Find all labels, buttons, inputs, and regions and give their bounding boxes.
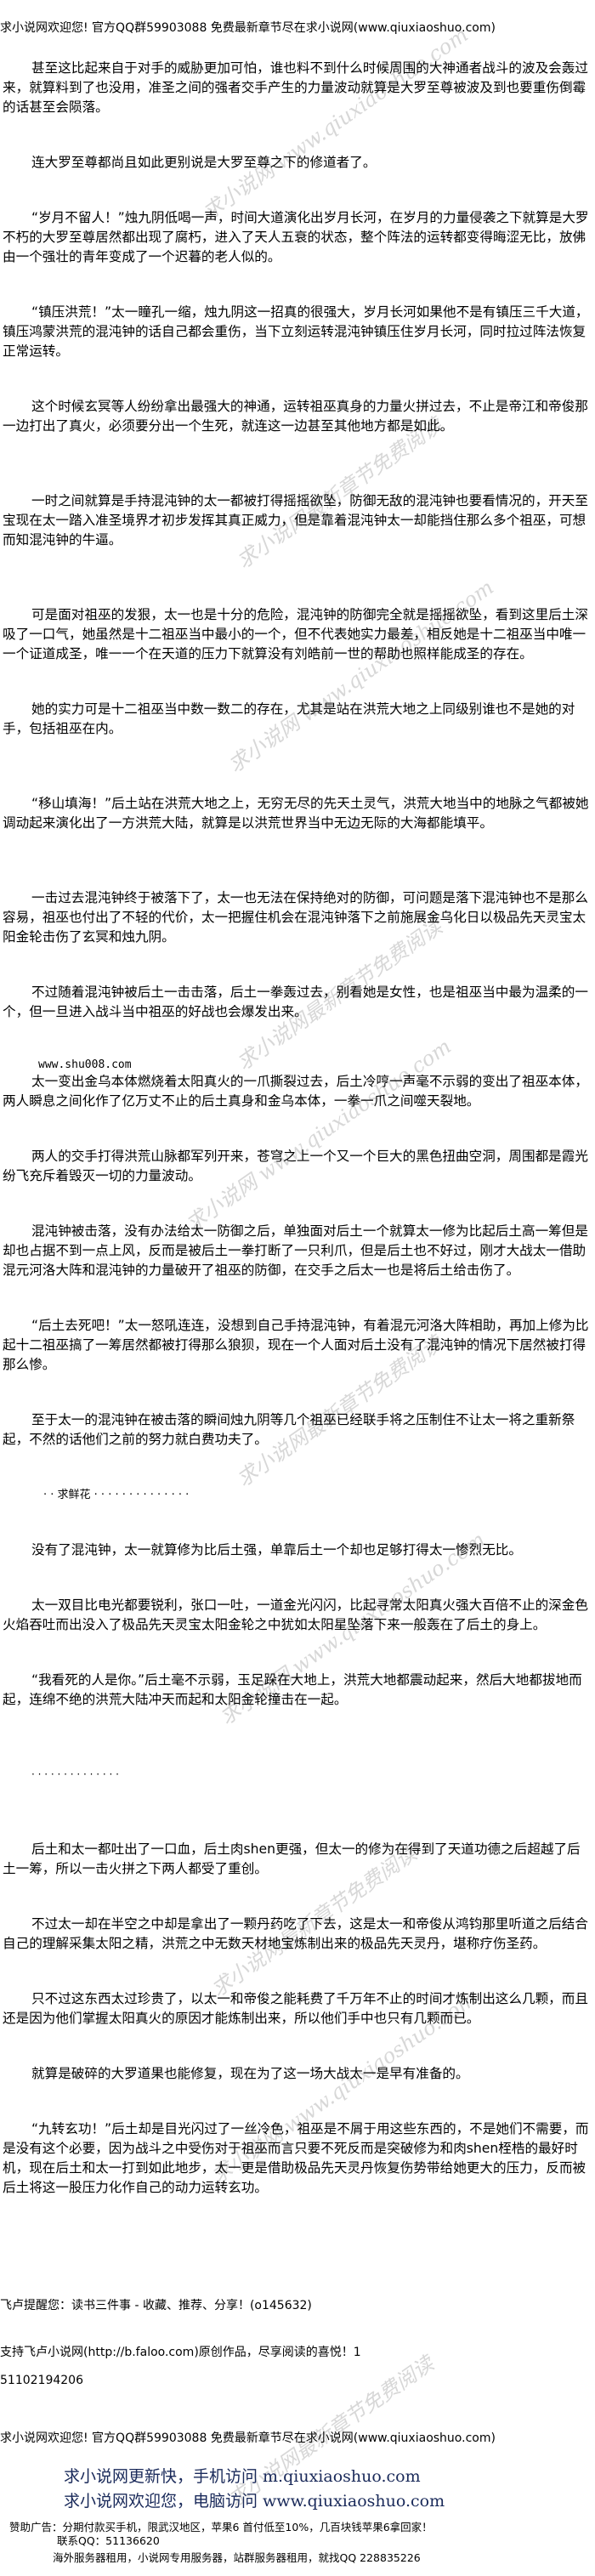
paragraph: “我看死的人是你。”后土毫不示弱，玉足跺在大地上，洪荒大地都震动起来，然后大地都… — [3, 1672, 582, 1707]
support-text: 支持飞卢小说网(http://b.faloo.com)原创作品，尽享阅读的喜悦！… — [0, 2346, 361, 2359]
source-link-text: www.shu008.com — [38, 1058, 132, 1071]
separator-text: · · · · · · · · · · · · · · — [31, 1768, 119, 1780]
site-header: 求小说网欢迎您! 官方QQ群59903088 免费最新章节尽在求小说网(www.… — [0, 21, 496, 35]
paragraph: 太一变出金乌本体燃烧着太阳真火的一爪撕裂过去，后土冷哼一声毫不示弱的变出了祖巫本… — [3, 1074, 588, 1109]
paragraph: 混沌钟被击落，没有办法给太一防御之后，单独面对后土一个就算太一修为比起后土高一筹… — [3, 1223, 588, 1278]
paragraph: 太一双目比电光都要锐利，张口一吐，一道金光闪闪，比起寻常太阳真火强大百倍不止的深… — [3, 1597, 588, 1632]
paragraph: 没有了混沌钟，太一就算修为比后土强，单靠后土一个却也足够打得太一惨烈无比。 — [31, 1542, 522, 1558]
paragraph: 一时之间就算是手持混沌钟的太一都被打得摇摇欲坠，防御无敌的混沌钟也要看情况的，开… — [3, 493, 588, 548]
paragraph: 不过太一却在半空之中却是拿出了一颗丹药吃了下去，这是太一和帝俊从鸿钧那里听道之后… — [3, 1916, 588, 1951]
paragraph: 后土和太一都吐出了一口血，后土肉shen更强，但太一的修为在得到了天道功德之后超… — [3, 1841, 581, 1876]
paragraph: 至于太一的混沌钟在被击落的瞬间烛九阴等几个祖巫已经联手将之压制住不让太一将之重新… — [3, 1412, 575, 1447]
sponsor-contact: 联系QQ：51136620 — [57, 2534, 160, 2547]
paragraph: 只不过这东西太过珍贵了，以太一和帝俊之能耗费了千万年不止的时间才炼制出这么几颗，… — [3, 1991, 588, 2026]
paragraph: “后土去死吧！”太一怒吼连连，没想到自己手持混沌钟，有着混元河洛大阵相助，再加上… — [3, 1318, 589, 1372]
footer-header: 求小说网欢迎您! 官方QQ群59903088 免费最新章节尽在求小说网(www.… — [0, 2431, 496, 2445]
pc-site-link[interactable]: 求小说网欢迎您，电脑访问 www.qiuxiaoshuo.com — [64, 2492, 445, 2511]
support-number: 51102194206 — [0, 2374, 83, 2387]
server-ad[interactable]: 海外服务器租用，小说网专用服务器，站群服务器租用，就找QQ 228835226 — [53, 2551, 421, 2564]
paragraph: “镇压洪荒！”太一瞳孔一缩，烛九阴这一招真的很强大，岁月长河如果他不是有镇压三千… — [3, 304, 589, 359]
mobile-site-link[interactable]: 求小说网更新快，手机访问 m.qiuxiaoshuo.com — [64, 2467, 421, 2486]
paragraph: 两人的交手打得洪荒山脉都军列开来，苍穹之上一个又一个巨大的黑色扭曲空洞，周围都是… — [3, 1149, 588, 1183]
paragraph: 这个时候玄冥等人纷纷拿出最强大的神通，运转祖巫真身的力量火拼过去，不止是帝江和帝… — [3, 399, 588, 434]
separator-text: · · 求鲜花 · · · · · · · · · · · · · · — [43, 1489, 190, 1501]
paragraph: 甚至这比起来自于对手的威胁更加可怕，谁也料不到什么时候周围的大神通者战斗的波及会… — [3, 60, 588, 115]
paragraph: “九转玄功！”后土却是目光闪过了一丝冷色，祖巫是不屑于用这些东西的，不是她们不需… — [3, 2121, 589, 2195]
paragraph: “岁月不留人！”烛九阴低喝一声，时间大道演化出岁月长河，在岁月的力量侵袭之下就算… — [3, 210, 589, 264]
paragraph: 连大罗至尊都尚且如此更别说是大罗至尊之下的修道者了。 — [31, 155, 377, 170]
paragraph: 一击过去混沌钟终于被落下了，太一也无法在保持绝对的防御，可问题是落下混沌钟也不是… — [3, 890, 588, 945]
sponsor-ad[interactable]: 赞助广告：分期付款买手机，限武汉地区，苹果6 首付低至10%，几百块钱苹果6拿回… — [9, 2521, 433, 2533]
paragraph: “移山填海！”后土站在洪荒大地之上，无穷无尽的先天土灵气，洪荒大地当中的地脉之气… — [3, 796, 589, 831]
paragraph: 可是面对祖巫的发狠，太一也是十分的危险，混沌钟的防御完全就是摇摇欲坠，看到这里后… — [3, 607, 588, 661]
paragraph: 她的实力可是十二祖巫当中数一数二的存在，尤其是站在洪荒大地之上同级别谁也不是她的… — [3, 701, 575, 736]
chapter-content: 甚至这比起来自于对手的威胁更加可怕，谁也料不到什么时候周围的大神通者战斗的波及会… — [3, 59, 589, 2253]
paragraph: 就算是破碎的大罗道果也能修复，现在为了这一场大战太一是早有准备的。 — [31, 2066, 469, 2081]
paragraph: 不过随着混沌钟被后土一击击落，后土一拳轰过去，别看她是女性，也是祖巫当中最为温柔… — [3, 984, 588, 1019]
reminder-text: 飞卢提醒您：读书三件事 - 收藏、推荐、分享！(o145632) — [0, 2299, 312, 2312]
